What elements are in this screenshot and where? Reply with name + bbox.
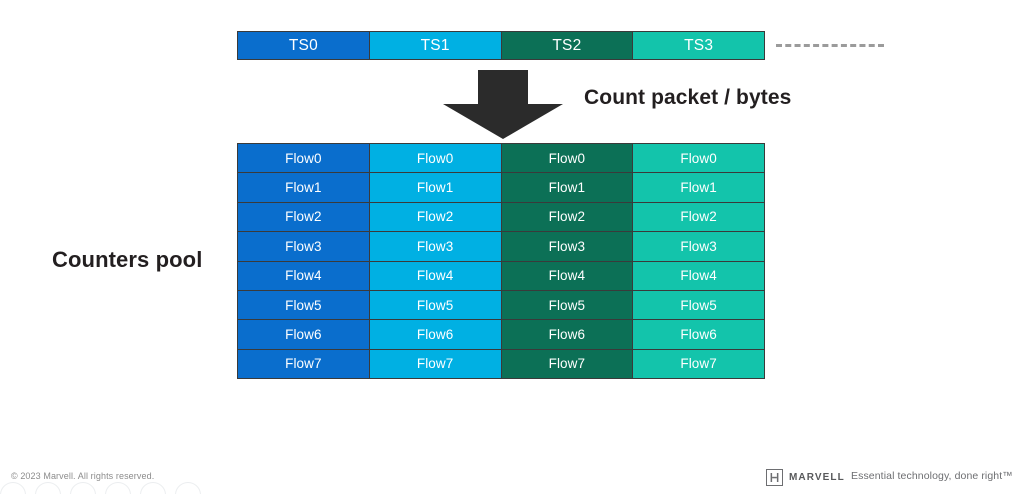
flow-cell: Flow5 [633, 290, 764, 320]
table-row: Flow6 Flow6 Flow6 Flow6 [238, 320, 764, 350]
flow-cell-label: Flow7 [680, 356, 717, 372]
flow-cell-label: Flow4 [548, 268, 586, 284]
flow-cell: Flow7 [633, 349, 764, 378]
brand-logo: MARVELL [766, 468, 845, 486]
flow-cell-label: Flow6 [548, 326, 586, 342]
flow-cell-label: Flow5 [548, 297, 586, 313]
flow-cell-label: Flow7 [285, 356, 322, 372]
table-row: Flow5 Flow5 Flow5 Flow5 [238, 290, 764, 321]
flow-cell: Flow2 [238, 202, 370, 232]
flow-cell-label: Flow1 [285, 180, 322, 196]
flow-cell: Flow1 [633, 173, 764, 202]
decorative-circles [0, 482, 220, 494]
down-arrow-icon [443, 70, 563, 139]
flow-cell-label: Flow6 [416, 326, 454, 342]
timeslot-label: TS3 [684, 36, 714, 54]
footer-copyright: © 2023 Marvell. All rights reserved. [11, 471, 155, 481]
flow-cell: Flow1 [238, 173, 370, 202]
flow-cell: Flow0 [238, 144, 370, 173]
flow-cell: Flow5 [369, 290, 502, 320]
flow-cell-label: Flow2 [285, 209, 322, 225]
table-row: Flow7 Flow7 Flow7 Flow7 [238, 349, 764, 378]
flow-cell: Flow7 [501, 349, 634, 378]
flow-cell-label: Flow3 [548, 238, 586, 254]
flow-cell: Flow5 [238, 290, 370, 320]
flow-cell-label: Flow7 [548, 356, 586, 372]
flow-cell: Flow4 [501, 261, 634, 290]
flow-cell-label: Flow2 [680, 209, 717, 225]
flow-cell: Flow6 [369, 320, 502, 349]
timeslot-label: TS0 [288, 36, 318, 54]
flow-cell-label: Flow6 [285, 326, 322, 342]
flow-cell: Flow6 [238, 320, 370, 349]
flow-cell: Flow2 [501, 202, 634, 232]
flow-cell: Flow1 [501, 173, 634, 202]
flow-cell: Flow7 [238, 349, 370, 378]
flow-cell: Flow3 [238, 232, 370, 261]
flow-cell: Flow6 [633, 320, 764, 349]
timeslot-cell-3: TS3 [633, 32, 764, 59]
flow-cell-label: Flow4 [680, 268, 717, 284]
flow-cell: Flow3 [369, 232, 502, 261]
table-row: Flow0 Flow0 Flow0 Flow0 [238, 144, 764, 174]
flow-cell-label: Flow4 [416, 268, 454, 284]
flow-cell-label: Flow0 [416, 150, 454, 166]
count-caption: Count packet / bytes [584, 86, 792, 109]
flow-cell-label: Flow3 [416, 238, 454, 254]
brand-tagline: Essential technology, done right™ [851, 470, 1013, 482]
circle-icon [140, 482, 166, 494]
timeslot-label: TS2 [552, 36, 582, 54]
flow-cell-label: Flow0 [680, 150, 717, 166]
counters-pool-grid: Flow0 Flow0 Flow0 Flow0 Flow1 Flow1 Flow… [237, 143, 765, 379]
flow-cell: Flow5 [501, 290, 634, 320]
flow-cell-label: Flow6 [680, 326, 717, 342]
flow-cell-label: Flow5 [680, 297, 717, 313]
table-row: Flow1 Flow1 Flow1 Flow1 [238, 173, 764, 203]
flow-cell-label: Flow3 [285, 238, 322, 254]
flow-cell: Flow4 [369, 261, 502, 290]
marvell-logo-icon [766, 468, 783, 486]
dashed-line-icon [776, 44, 884, 47]
flow-cell-label: Flow2 [548, 209, 586, 225]
flow-cell: Flow3 [633, 232, 764, 261]
timeslot-cell-0: TS0 [238, 32, 370, 59]
flow-cell-label: Flow4 [285, 268, 322, 284]
flow-cell: Flow6 [501, 320, 634, 349]
flow-cell-label: Flow1 [548, 180, 586, 196]
flow-cell-label: Flow5 [416, 297, 454, 313]
flow-cell: Flow1 [369, 173, 502, 202]
table-row: Flow3 Flow3 Flow3 Flow3 [238, 232, 764, 262]
flow-cell-label: Flow1 [416, 180, 454, 196]
timeslot-strip: TS0 TS1 TS2 TS3 [237, 31, 765, 60]
circle-icon [105, 482, 131, 494]
flow-cell-label: Flow2 [416, 209, 454, 225]
circle-icon [35, 482, 61, 494]
timeslot-cell-2: TS2 [501, 32, 634, 59]
flow-cell: Flow0 [501, 144, 634, 173]
flow-cell: Flow3 [501, 232, 634, 261]
flow-cell-label: Flow3 [680, 238, 717, 254]
circle-icon [0, 482, 26, 494]
flow-cell: Flow0 [633, 144, 764, 173]
circle-icon [175, 482, 201, 494]
circle-icon [70, 482, 96, 494]
flow-cell: Flow4 [633, 261, 764, 290]
counters-pool-label: Counters pool [52, 247, 203, 272]
flow-cell: Flow4 [238, 261, 370, 290]
flow-cell-label: Flow0 [285, 150, 322, 166]
flow-cell-label: Flow5 [285, 297, 322, 313]
table-row: Flow2 Flow2 Flow2 Flow2 [238, 202, 764, 233]
flow-cell-label: Flow7 [416, 356, 454, 372]
timeslot-cell-1: TS1 [369, 32, 502, 59]
brand-name: MARVELL [789, 471, 845, 483]
flow-cell: Flow7 [369, 349, 502, 378]
table-row: Flow4 Flow4 Flow4 Flow4 [238, 261, 764, 291]
flow-cell: Flow2 [369, 202, 502, 232]
flow-cell: Flow0 [369, 144, 502, 173]
flow-cell: Flow2 [633, 202, 764, 232]
flow-cell-label: Flow1 [680, 180, 717, 196]
timeslot-label: TS1 [420, 36, 450, 54]
flow-cell-label: Flow0 [548, 150, 586, 166]
